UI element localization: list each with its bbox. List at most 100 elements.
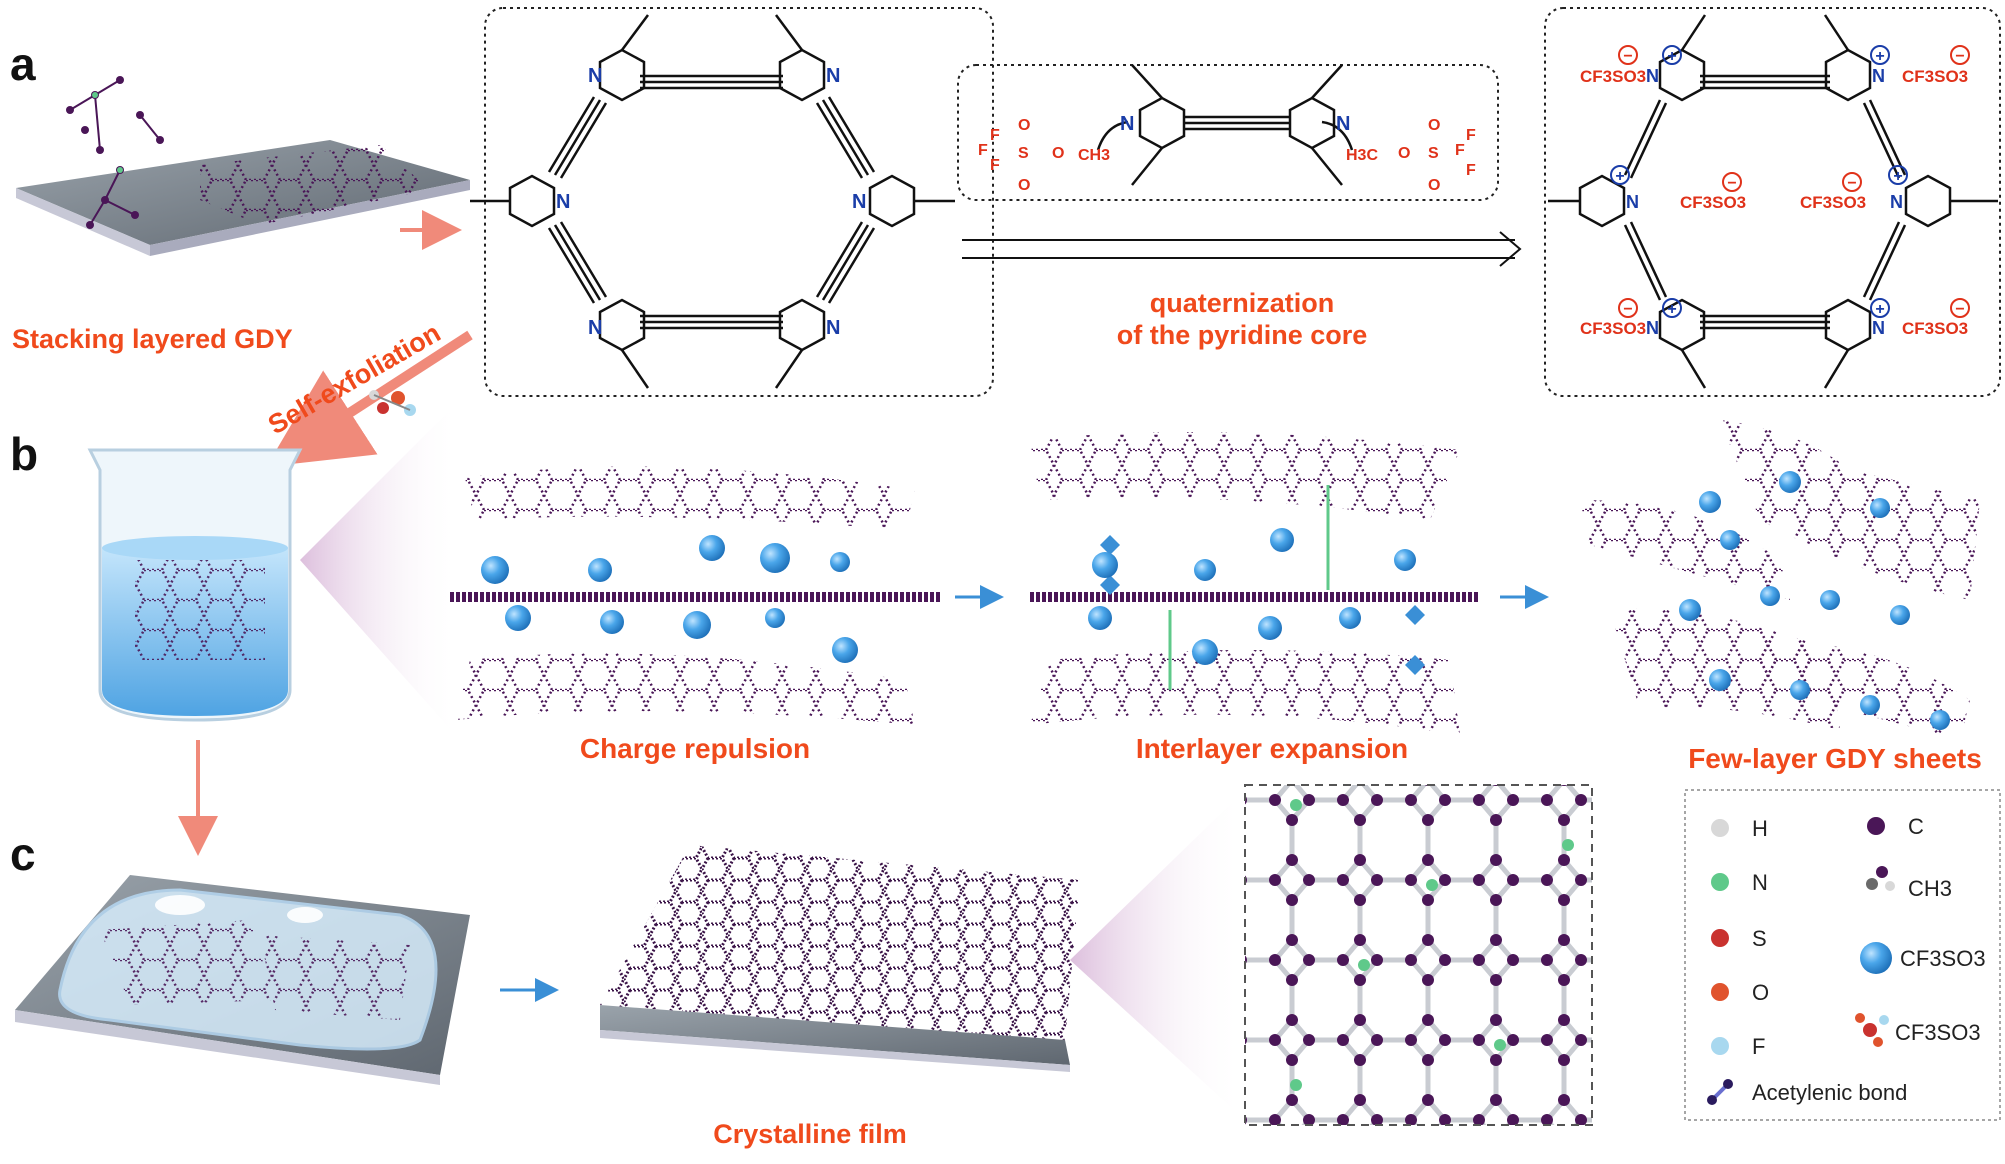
n-atom: N	[826, 317, 840, 339]
zoom-cone	[300, 400, 460, 740]
legend-n-label: N	[1752, 870, 1768, 895]
svg-text:N: N	[1646, 318, 1659, 338]
svg-text:O: O	[1398, 145, 1410, 162]
legend-triflate-ion-label: CF3SO3	[1900, 946, 1986, 971]
legend-f-label: F	[1752, 1034, 1765, 1059]
legend-s-icon	[1711, 929, 1729, 947]
methyl-triflate-left: F F F S O O O CH3	[978, 117, 1110, 194]
n-atom: N	[588, 65, 602, 87]
n-atom: N	[1336, 113, 1350, 135]
svg-text:−: −	[1847, 175, 1856, 192]
interlayer-expansion-label: Interlayer expansion	[1136, 733, 1408, 764]
beaker-icon	[87, 448, 303, 722]
svg-text:N: N	[1626, 192, 1639, 212]
legend-triflate-ion-icon	[1860, 942, 1892, 974]
zoomed-lattice	[1244, 784, 1593, 1126]
legend-n-icon	[1711, 873, 1729, 891]
interlayer-expansion-layers	[1030, 432, 1480, 735]
reaction-arrow	[962, 231, 1522, 267]
positive-charge-icons	[1610, 45, 1908, 318]
pyridine-core-label: of the pyridine core	[1117, 320, 1368, 350]
svg-text:+: +	[1893, 168, 1902, 185]
svg-text:−: −	[1955, 301, 1964, 318]
stacked-gdy-substrate	[16, 76, 470, 256]
legend-s-label: S	[1752, 926, 1767, 951]
triflate-counterions: CF3SO3 CF3SO3 CF3SO3 CF3SO3 CF3SO3 CF3SO…	[1580, 67, 1968, 338]
svg-text:−: −	[1727, 175, 1736, 192]
svg-text:F: F	[1466, 162, 1476, 179]
svg-text:CF3SO3: CF3SO3	[1902, 67, 1968, 86]
legend-o-label: O	[1752, 980, 1769, 1005]
svg-text:F: F	[990, 157, 1000, 174]
svg-text:−: −	[1955, 48, 1964, 65]
charge-repulsion-layers	[450, 466, 940, 725]
n-atom: N	[852, 191, 866, 213]
charge-repulsion-label: Charge repulsion	[580, 733, 810, 764]
n-atom: N	[1120, 113, 1134, 135]
quaternized-gdy-structure: N N N N N N ++ ++ ++ CF3SO3 CF3SO3 CF3SO…	[1544, 7, 2001, 397]
svg-text:CF3SO3: CF3SO3	[1800, 193, 1866, 212]
methyl-triflate-molecule-icon	[369, 390, 416, 416]
legend: H C N CH3 S CF3SO3 O CF3SO3 F Acetylenic…	[1684, 789, 2001, 1121]
legend-h-label: H	[1752, 816, 1768, 841]
n-atom: N	[826, 65, 840, 87]
svg-text:+: +	[1667, 301, 1676, 318]
svg-text:O: O	[1428, 117, 1440, 134]
svg-text:O: O	[1428, 177, 1440, 194]
svg-text:F: F	[1466, 127, 1476, 144]
few-layer-gdy-sheets	[1580, 420, 1980, 740]
svg-text:+: +	[1667, 48, 1676, 65]
svg-text:CF3SO3: CF3SO3	[1902, 319, 1968, 338]
panel-letter-c: c	[10, 828, 36, 880]
svg-text:O: O	[1018, 117, 1030, 134]
svg-text:F: F	[1455, 142, 1465, 159]
film-zoom-cone	[1070, 790, 1245, 1120]
legend-c-label: C	[1908, 814, 1924, 839]
panel-letter-b: b	[10, 428, 38, 480]
methyl-triflate-right: F F F S O O O H3C	[1346, 117, 1476, 194]
few-layer-gdy-sheets-label: Few-layer GDY sheets	[1688, 743, 1982, 774]
legend-triflate-molecule-icon	[1855, 1013, 1889, 1047]
svg-text:H3C: H3C	[1346, 147, 1378, 164]
legend-acetylenic-bond-icon	[1707, 1079, 1733, 1105]
n-atom: N	[556, 191, 570, 213]
svg-text:N: N	[1890, 192, 1903, 212]
legend-ch3-label: CH3	[1908, 876, 1952, 901]
svg-text:O: O	[1052, 145, 1064, 162]
legend-o-icon	[1711, 983, 1729, 1001]
legend-f-icon	[1711, 1037, 1729, 1055]
svg-text:−: −	[1623, 48, 1632, 65]
legend-triflate-molecule-label: CF3SO3	[1895, 1020, 1981, 1045]
svg-text:CF3SO3: CF3SO3	[1680, 193, 1746, 212]
legend-ch3-icon	[1866, 866, 1895, 891]
stacking-layered-gdy-label: Stacking layered GDY	[12, 324, 293, 354]
quaternization-mechanism: N N F F F S O O O CH3 F F F S O O O H3C …	[957, 64, 1522, 350]
svg-text:F: F	[990, 127, 1000, 144]
svg-text:N: N	[1872, 318, 1885, 338]
negative-charge-icons	[1618, 45, 1970, 318]
svg-text:S: S	[1428, 145, 1439, 162]
self-exfoliation-arrow	[266, 330, 473, 467]
svg-text:+: +	[1615, 168, 1624, 185]
solution-cast-substrate	[15, 875, 470, 1085]
panel-letter-a: a	[10, 38, 36, 90]
legend-acetylenic-bond-label: Acetylenic bond	[1752, 1080, 1907, 1105]
svg-text:O: O	[1018, 177, 1030, 194]
svg-text:N: N	[1872, 66, 1885, 86]
legend-c-icon	[1867, 817, 1885, 835]
svg-text:+: +	[1875, 301, 1884, 318]
svg-text:CF3SO3: CF3SO3	[1580, 319, 1646, 338]
svg-text:S: S	[1018, 145, 1029, 162]
svg-text:F: F	[978, 142, 988, 159]
pyridyl-gdy-structure: N N N N N N	[470, 7, 994, 397]
crystalline-film	[600, 845, 1080, 1072]
n-atom: N	[588, 317, 602, 339]
svg-text:CH3: CH3	[1078, 147, 1110, 164]
svg-text:+: +	[1875, 48, 1884, 65]
legend-h-icon	[1711, 819, 1729, 837]
svg-text:−: −	[1623, 301, 1632, 318]
svg-text:CF3SO3: CF3SO3	[1580, 67, 1646, 86]
quaternization-label: quaternization	[1150, 288, 1335, 318]
crystalline-film-label: Crystalline film	[713, 1119, 907, 1149]
